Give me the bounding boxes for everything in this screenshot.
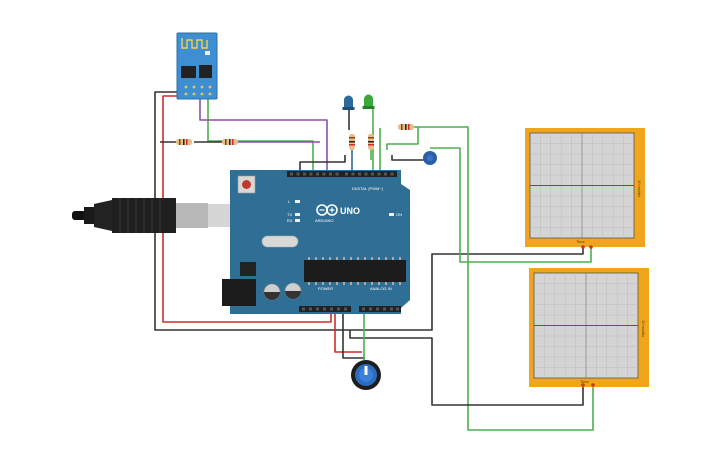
antenna-trace: [181, 38, 208, 49]
on-led: [389, 213, 394, 216]
scope-terminal[interactable]: [581, 383, 585, 387]
scope-side-label: 10 ms/div: [641, 320, 646, 337]
led-label-l: L: [288, 199, 291, 204]
board-logo-text: UNO: [340, 206, 360, 216]
resistor-icon[interactable]: [368, 134, 374, 150]
arduino-logo-icon: [316, 204, 338, 216]
wifi-chip-2: [199, 65, 212, 78]
capacitor: [263, 283, 281, 301]
scope-bottom-label: Time: [580, 379, 590, 384]
usb-cable-icon[interactable]: [72, 198, 238, 233]
wire-green-scope1[interactable]: [430, 147, 592, 263]
reset-button[interactable]: [237, 175, 256, 194]
wires: [154, 91, 594, 431]
wire-green-piezo-scope[interactable]: [412, 126, 594, 431]
analog-header[interactable]: [359, 306, 401, 312]
wire-green-resistor-scope[interactable]: [386, 127, 419, 150]
power-jack[interactable]: [222, 279, 256, 306]
bottom-header-pins: [302, 307, 399, 311]
led-icon[interactable]: [362, 94, 375, 110]
arduino-uno-board[interactable]: ON L TX RX UNO ARDUINO DIGITAL (PWM~): [222, 170, 410, 314]
led-label-tx: TX: [287, 212, 292, 217]
scope-terminal[interactable]: [589, 245, 593, 249]
wire-black-piezo[interactable]: [391, 155, 425, 161]
wire-black-scope2[interactable]: [349, 330, 584, 406]
scope-bottom-label: Time: [576, 239, 586, 244]
potentiometer-icon[interactable]: [351, 360, 381, 390]
scope-side-label: 10 ms/div: [637, 180, 642, 197]
wire-red-pot[interactable]: [334, 306, 362, 353]
power-header-label: POWER: [318, 286, 333, 291]
resistor-icon[interactable]: [349, 134, 355, 150]
wifi-led: [205, 51, 210, 55]
board-brand: ARDUINO: [315, 218, 333, 223]
on-label: ON: [396, 212, 402, 217]
oscilloscope-icon[interactable]: 10 ms/div Time: [529, 268, 649, 387]
scope-terminal[interactable]: [591, 383, 595, 387]
atmega-chip: [304, 260, 406, 282]
resistor-icon[interactable]: [176, 139, 192, 145]
led-label-rx: RX: [287, 218, 293, 223]
crystal: [261, 235, 299, 248]
led-icon[interactable]: [342, 95, 355, 110]
wire-green-wifi-tx[interactable]: [207, 96, 314, 174]
oscilloscope-icon[interactable]: 10 ms/div Time: [525, 128, 645, 249]
piezo-icon[interactable]: [423, 151, 437, 165]
wire-black-wifi-gnd[interactable]: [154, 91, 584, 331]
chip-legs: [308, 257, 401, 285]
wire-red-wifi-5v[interactable]: [162, 95, 332, 323]
wire-black-led-gnd[interactable]: [299, 110, 350, 174]
wire-purple-wifi-rx[interactable]: [199, 96, 328, 174]
wifi-header-pins: [184, 85, 212, 96]
wifi-module-icon[interactable]: [176, 32, 218, 100]
capacitor: [284, 282, 302, 300]
digital-header-label: DIGITAL (PWM~): [352, 186, 384, 191]
analog-header-label: ANALOG IN: [370, 286, 392, 291]
digital-header[interactable]: [287, 171, 397, 177]
scope-terminal[interactable]: [581, 245, 585, 249]
wifi-chip: [181, 66, 196, 78]
resistor-icon[interactable]: [222, 139, 320, 145]
voltage-regulator: [240, 262, 256, 276]
wire-black-pot[interactable]: [342, 306, 365, 359]
resistor-icon[interactable]: [398, 124, 414, 130]
digital-header-pins: [290, 172, 394, 176]
